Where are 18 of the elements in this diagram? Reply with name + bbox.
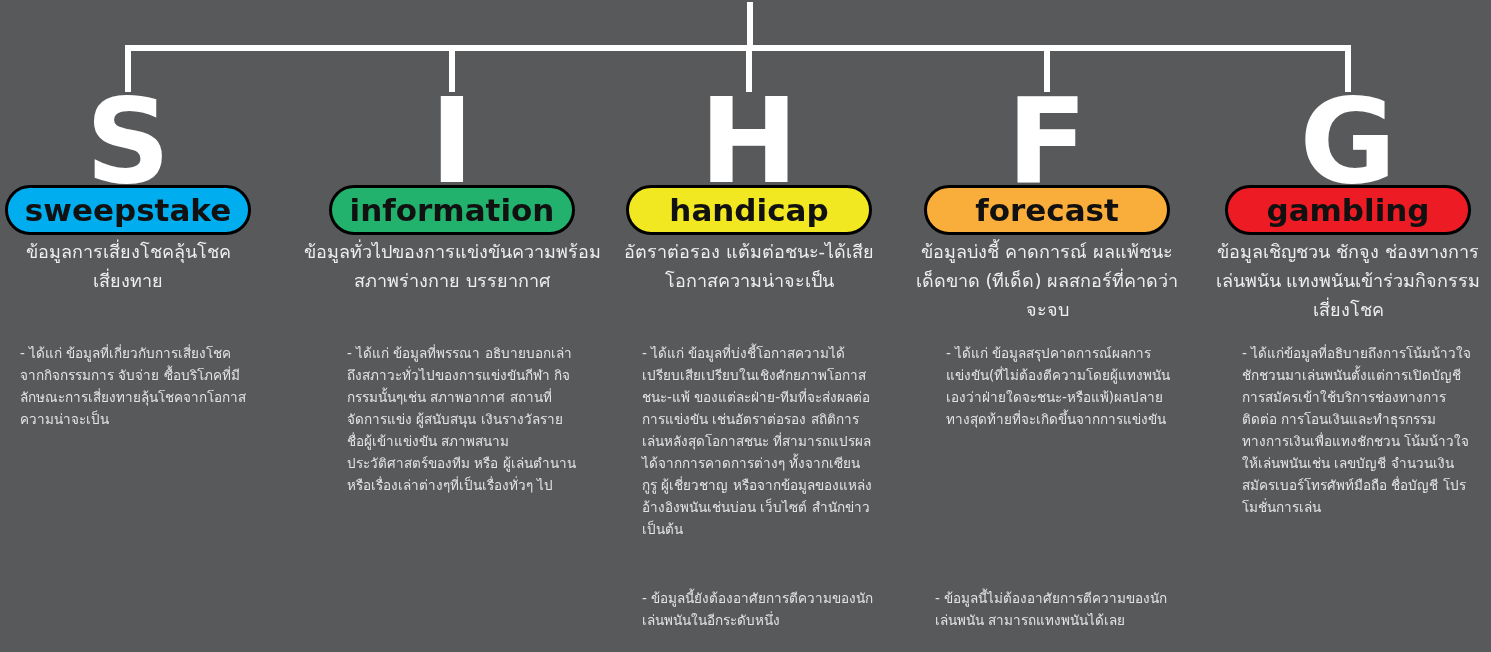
- category-pill: information: [329, 185, 575, 235]
- note-text: - ได้แก่ ข้อมูลที่บ่งชี้โอกาสความได้เปรียบเสียเปรียบในเชิงศักยภาพโอกาส ชนะ-แพ้ ของแต่ละฝ่าย-ทีมที่จะส่งผลต่อการแข่งขัน เช่นอัตราต่อรอง สถิติการเล่นหลังสุดโอกาสชนะ ที่สามารถแปรผลได้จากการคาดการต่างๆ ทั้งจากเซียน กูรู ผู้เชี่ยวชาญ หรือจากข้อมูลของแหล่งอ้างอิงพนันเช่นบ่อน เว็บไซต์ สำนักข่าว เป็นต้น: [642, 342, 873, 539]
- category-pill: forecast: [924, 185, 1170, 235]
- note-text: - ได้แก่ข้อมูลที่อธิบายถึงการโน้มน้าวใจ ชักชวนมาเล่นพนันตั้งแต่การเปิดบัญชีการสมัครเข้าใช้บริการช่องทางการติดต่อ การโอนเงินและทำธุรกรรมทางการเงินเพื่อแทงชักชวน โน้มน้าวใจให้เล่นพนันเช่น เลขบัญชี จำนวนเงินสมัครเบอร์โทรศัพท์มือถือ ชื่อบัญชี โปรโมชั่นการเล่น: [1242, 343, 1473, 517]
- note-text: - ข้อมูลนี้ยังต้องอาศัยการตีความของนักเล่นพนันในอีกระดับหนึ่ง: [642, 587, 875, 630]
- note-text: - ได้แก่ ข้อมูลที่พรรณา อธิบายบอกเล่า ถึงสภาวะทั่วไปของการแข่งขันกีฬา กิจกรรมนั้นๆเช่น สภาพอากาศ สถานที่จัดการแข่ง ผู้สนับสนุน เงินรางวัลรายชื่อผู้เข้าแข่งขัน สภาพสนามประวัติศาสตร์ของทีม หรือ ผู้เล่นตำนานหรือเรื่องเล่าต่างๆที่เป็นเรื่องทั่วๆ ไป: [347, 343, 577, 495]
- category-pill: gambling: [1225, 185, 1471, 235]
- note-text: - ได้แก่ ข้อมูลสรุปคาดการณ์ผลการแข่งขัน(ที่ไม่ต้องตีความโดยผู้แทงพนันเองว่าฝ่ายใดจะชนะ-หรือแพ้)ผลปลายทางสุดท้ายที่จะเกิดขึ้นจากการแข่งขัน: [946, 344, 1172, 430]
- category-pill: handicap: [626, 185, 872, 235]
- description: ข้อมูลบ่งชี้ คาดการณ์ ผลแพ้ชนะเด็ดขาด (ทีเด็ด) ผลสกอร์ที่คาดว่าจะจบ: [914, 238, 1180, 322]
- description: ข้อมูลทั่วไปของการแข่งขันความพร้อม สภาพร่างกาย บรรยากาศ: [302, 238, 602, 293]
- connector-line: [747, 2, 1351, 92]
- category-pill: sweepstake: [5, 185, 251, 235]
- description: อัตราต่อรอง แต้มต่อชนะ-ได้เสีย โอกาสความน่าจะเป็น: [622, 240, 876, 293]
- description: ข้อมูลการเสี่ยงโชคลุ้นโชค เสี่ยงทาย: [24, 238, 232, 293]
- note-text: - ได้แก่ ข้อมูลที่เกี่ยวกับการเสี่ยงโชค จากกิจกรรมการ จับจ่าย ซื้อบริโภคที่มีลักษณะการเสี่ยงทายลุ้นโชคจากโอกาสความน่าจะเป็น: [20, 343, 247, 429]
- description: ข้อมูลเชิญชวน ชักจูง ช่องทางการเล่นพนัน แทงพนันเข้าร่วมกิจกรรมเสี่ยงโชค: [1214, 240, 1482, 322]
- note-text: - ข้อมูลนี้ไม่ต้องอาศัยการตีความของนักเล่นพนัน สามารถแทงพนันได้เลย: [935, 587, 1169, 630]
